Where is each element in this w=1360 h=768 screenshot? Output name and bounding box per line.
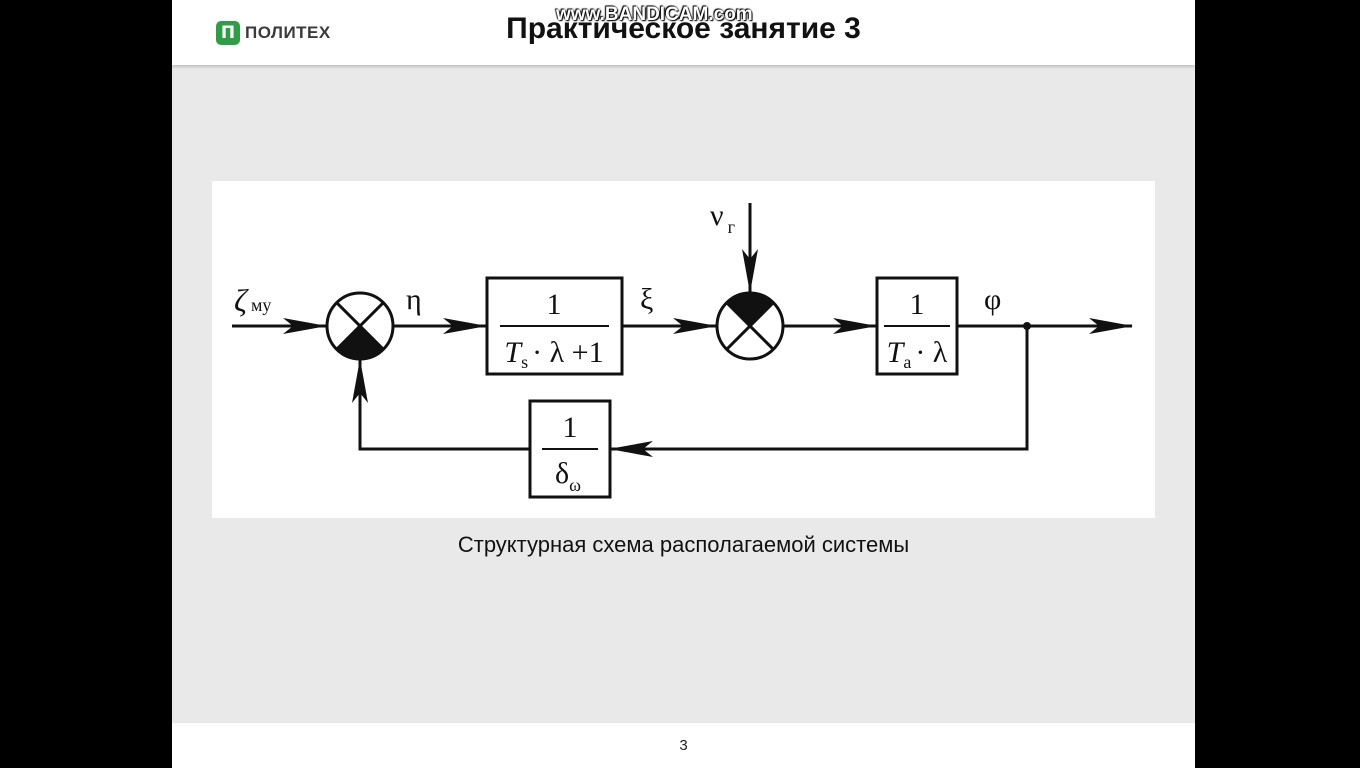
logo-text: ПОЛИТЕХ [245,23,331,42]
summing-junction-2 [715,291,785,361]
block2-numerator: 1 [910,288,925,321]
block1-denominator: Ts· λ +1 [504,336,603,372]
xi-label: ξ [640,283,653,316]
eta-label: η [406,283,422,316]
slide: П ПОЛИТЕХ Практическое занятие 3 [172,0,1195,768]
output-signal-label: φ [984,283,1001,316]
page-number: 3 [679,737,688,754]
politech-logo: П ПОЛИТЕХ [216,20,331,46]
diagram-caption: Структурная схема располагаемой системы [457,532,910,557]
feedback-line-right [609,326,1029,457]
feedback-numerator: 1 [563,411,578,444]
slide-header: П ПОЛИТЕХ Практическое занятие 3 [172,0,1195,65]
block1-numerator: 1 [547,288,562,321]
recording-watermark: www.BANDICAM.com [556,4,753,25]
slide-title: Практическое занятие 3 [506,12,861,45]
summing-junction-1 [325,291,395,361]
block2-denominator: Ta· λ [887,336,948,372]
feedback-line-left [352,359,530,451]
feedback-denominator: δω [555,457,581,495]
logo-mark-icon: П [216,21,240,45]
slide-footer: 3 [172,723,1195,768]
